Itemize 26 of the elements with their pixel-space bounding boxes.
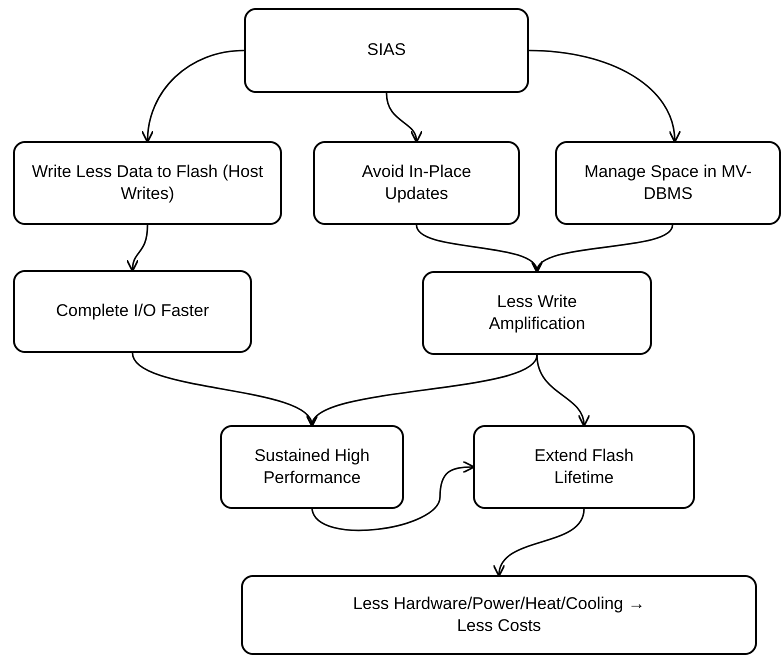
box-label: Less Write Amplification: [488, 290, 586, 335]
box-label: Less Hardware/Power/Heat/Cooling → Less Costs: [352, 592, 646, 637]
box-label: Manage Space in MV-DBMS: [583, 160, 753, 205]
box-label: Complete I/O Faster: [56, 300, 210, 322]
arrow: [142, 50, 244, 143]
arrow: [534, 224, 674, 273]
process-box: [244, 8, 529, 93]
arrow: [311, 460, 475, 532]
process-box: [313, 141, 520, 225]
arrow: [386, 92, 422, 143]
process-box: [220, 425, 404, 509]
process-box: [473, 425, 695, 509]
process-box: [13, 270, 252, 353]
process-box: [13, 141, 282, 225]
arrow: [494, 508, 585, 577]
process-box: [555, 141, 781, 225]
process-box: [241, 575, 757, 655]
box-label: Avoid In-Place Updates: [360, 160, 472, 205]
arrow: [126, 224, 148, 272]
box-label: Sustained High Performance: [253, 444, 371, 489]
box-label: Write Less Data to Flash (Host Writes): [30, 160, 264, 205]
box-label: Extend Flash Lifetime: [533, 444, 635, 489]
arrow: [536, 354, 590, 427]
box-label: SIAS: [367, 39, 406, 62]
arrow: [528, 50, 680, 143]
process-box: [422, 271, 652, 355]
